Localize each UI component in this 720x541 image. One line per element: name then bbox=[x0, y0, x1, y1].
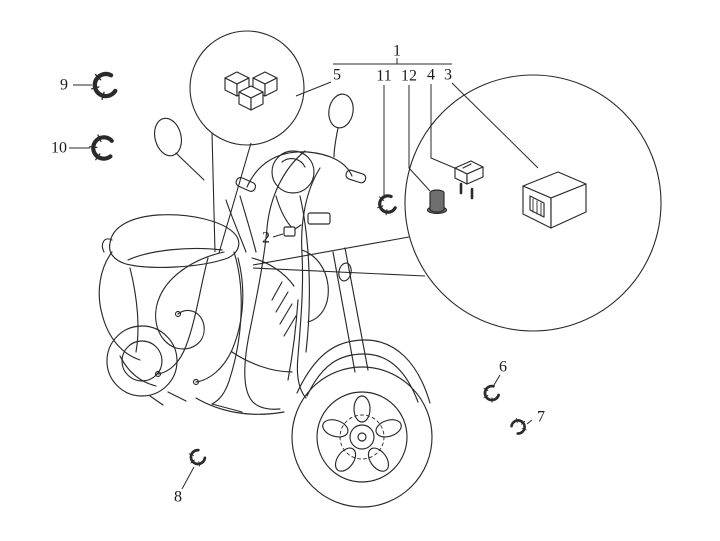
leader-line-1-bracket bbox=[333, 58, 452, 65]
rear-wheel bbox=[106, 325, 187, 406]
leader-line-7 bbox=[526, 419, 533, 425]
relay-junction-block-icon bbox=[224, 71, 278, 111]
callout-3-label: 3 bbox=[444, 67, 452, 84]
part-icons bbox=[88, 71, 587, 471]
circlip-7-icon bbox=[508, 414, 531, 437]
circlip-10-icon bbox=[89, 134, 113, 160]
callout-5-label: 5 bbox=[333, 67, 341, 84]
leader-line-3 bbox=[451, 82, 539, 169]
seat bbox=[101, 214, 240, 268]
leader-line-2 bbox=[272, 233, 284, 238]
callout-9-label: 9 bbox=[60, 77, 68, 94]
callout-2-label: 2 bbox=[262, 230, 270, 247]
callout-11-label: 11 bbox=[376, 68, 391, 85]
circlip-11-icon bbox=[372, 191, 399, 219]
callout-6-label: 6 bbox=[499, 359, 507, 376]
scooter-illustration bbox=[98, 93, 433, 508]
handlebar bbox=[235, 151, 367, 231]
callout-1-label: 1 bbox=[393, 43, 401, 60]
leader-line-6 bbox=[493, 374, 501, 386]
callout-labels: 1 2 3 4 5 6 7 8 9 10 11 12 bbox=[51, 43, 545, 506]
callout-7-label: 7 bbox=[537, 409, 545, 426]
circlip-6-icon bbox=[478, 382, 502, 407]
rear-body-panel bbox=[98, 251, 242, 405]
front-wheel bbox=[291, 366, 433, 508]
front-fender bbox=[296, 339, 431, 404]
callout-8-label: 8 bbox=[174, 489, 182, 506]
floorboard bbox=[195, 397, 285, 415]
small-sensor-icon bbox=[283, 224, 302, 237]
leader-line-8 bbox=[181, 466, 195, 490]
callout-12-label: 12 bbox=[401, 68, 417, 85]
leader-line-12 bbox=[408, 85, 431, 192]
detail-bubbles bbox=[189, 30, 662, 332]
wiring-harness bbox=[154, 195, 299, 386]
callout-4-label: 4 bbox=[427, 67, 435, 84]
rubber-cap-icon bbox=[426, 189, 448, 215]
callout-10-label: 10 bbox=[51, 140, 67, 157]
leader-line-4 bbox=[430, 84, 458, 170]
circlip-8-icon bbox=[184, 446, 209, 471]
circlip-9-icon bbox=[88, 71, 116, 102]
right-mirror bbox=[328, 93, 354, 158]
control-unit-icon bbox=[522, 171, 587, 229]
ecu-detail-circle bbox=[252, 74, 662, 332]
leg-shield-body bbox=[244, 150, 352, 410]
relay-detail-circle bbox=[189, 30, 305, 254]
leader-line-5 bbox=[295, 81, 332, 97]
left-mirror bbox=[153, 117, 205, 181]
leader-lines bbox=[69, 58, 539, 490]
blade-fuse-icon bbox=[454, 160, 484, 200]
headlight bbox=[271, 150, 315, 194]
